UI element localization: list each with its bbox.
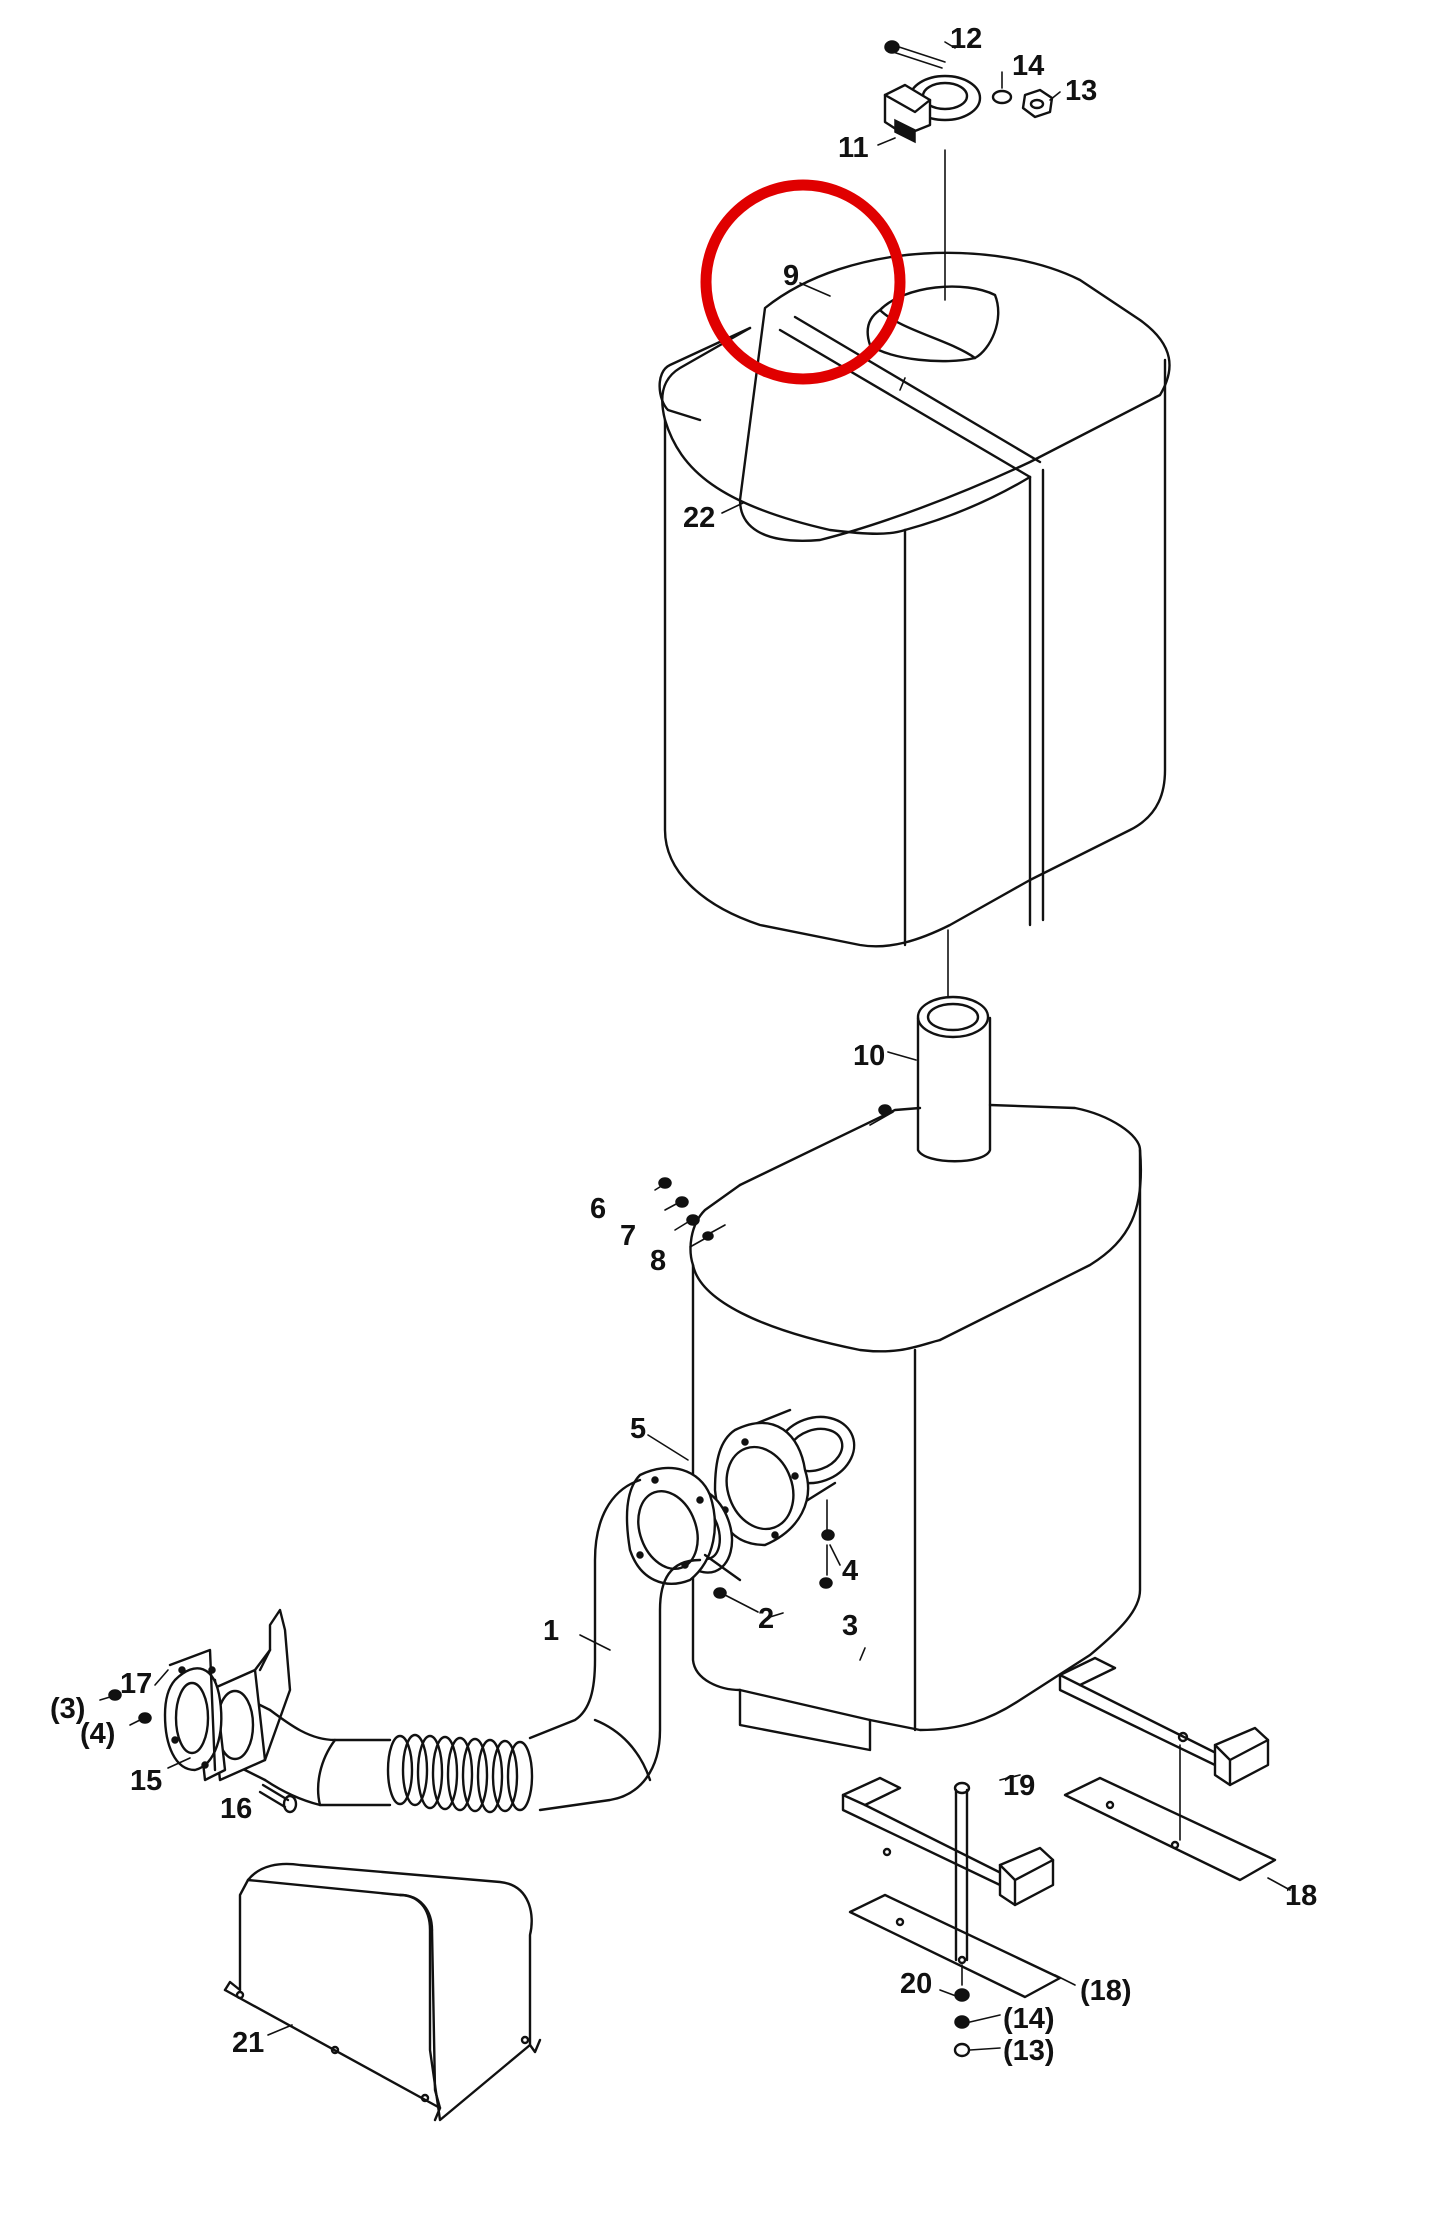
callout-6: 6 (590, 1193, 606, 1225)
upper-tank-assembly (658, 149, 1171, 1006)
callout-3-ref: (3) (50, 1693, 85, 1725)
callout-4: 4 (842, 1555, 858, 1587)
callout-7: 7 (620, 1220, 636, 1252)
callout-labels: 12 14 13 11 9 22 10 6 7 8 5 4 2 3 1 17 (… (50, 23, 1317, 2067)
callout-10: 10 (853, 1040, 885, 1072)
callout-13: 13 (1065, 75, 1097, 107)
bolts-2-3-4 (713, 1499, 835, 1613)
flex-bellows (386, 1733, 534, 1814)
callout-1: 1 (543, 1615, 559, 1647)
callout-22: 22 (683, 502, 715, 534)
callout-5: 5 (630, 1413, 646, 1445)
callout-14: 14 (1012, 50, 1044, 82)
callout-18-ref: (18) (1080, 1975, 1132, 2007)
support-brackets (841, 1656, 1277, 2058)
pipe-part-10 (916, 995, 992, 1163)
outlet-flange-assembly (163, 1608, 292, 1782)
callout-18: 18 (1285, 1880, 1317, 1912)
callout-17: 17 (120, 1668, 152, 1700)
callout-2: 2 (758, 1603, 774, 1635)
bolts-6-7-8 (654, 1177, 726, 1248)
highlight-circle-part-9 (700, 179, 906, 385)
callout-12: 12 (950, 23, 982, 55)
callout-3: 3 (842, 1610, 858, 1642)
callout-4-ref: (4) (80, 1718, 115, 1750)
callout-20: 20 (900, 1968, 932, 2000)
heat-shield-part-21 (223, 1862, 542, 2122)
callout-13-ref: (13) (1003, 2035, 1055, 2067)
clamp-assembly (883, 40, 1054, 144)
callout-21: 21 (232, 2027, 264, 2059)
callout-15: 15 (130, 1765, 162, 1797)
leader-lines (154, 41, 1291, 2051)
callout-14-ref: (14) (1003, 2003, 1055, 2035)
callout-16: 16 (220, 1793, 252, 1825)
callout-19: 19 (1003, 1770, 1035, 1802)
callout-8: 8 (650, 1245, 666, 1277)
outlet-hardware (99, 1689, 298, 1814)
inlet-flange-assembly (625, 1408, 856, 1585)
callout-11: 11 (838, 132, 869, 164)
callout-9: 9 (783, 260, 799, 292)
